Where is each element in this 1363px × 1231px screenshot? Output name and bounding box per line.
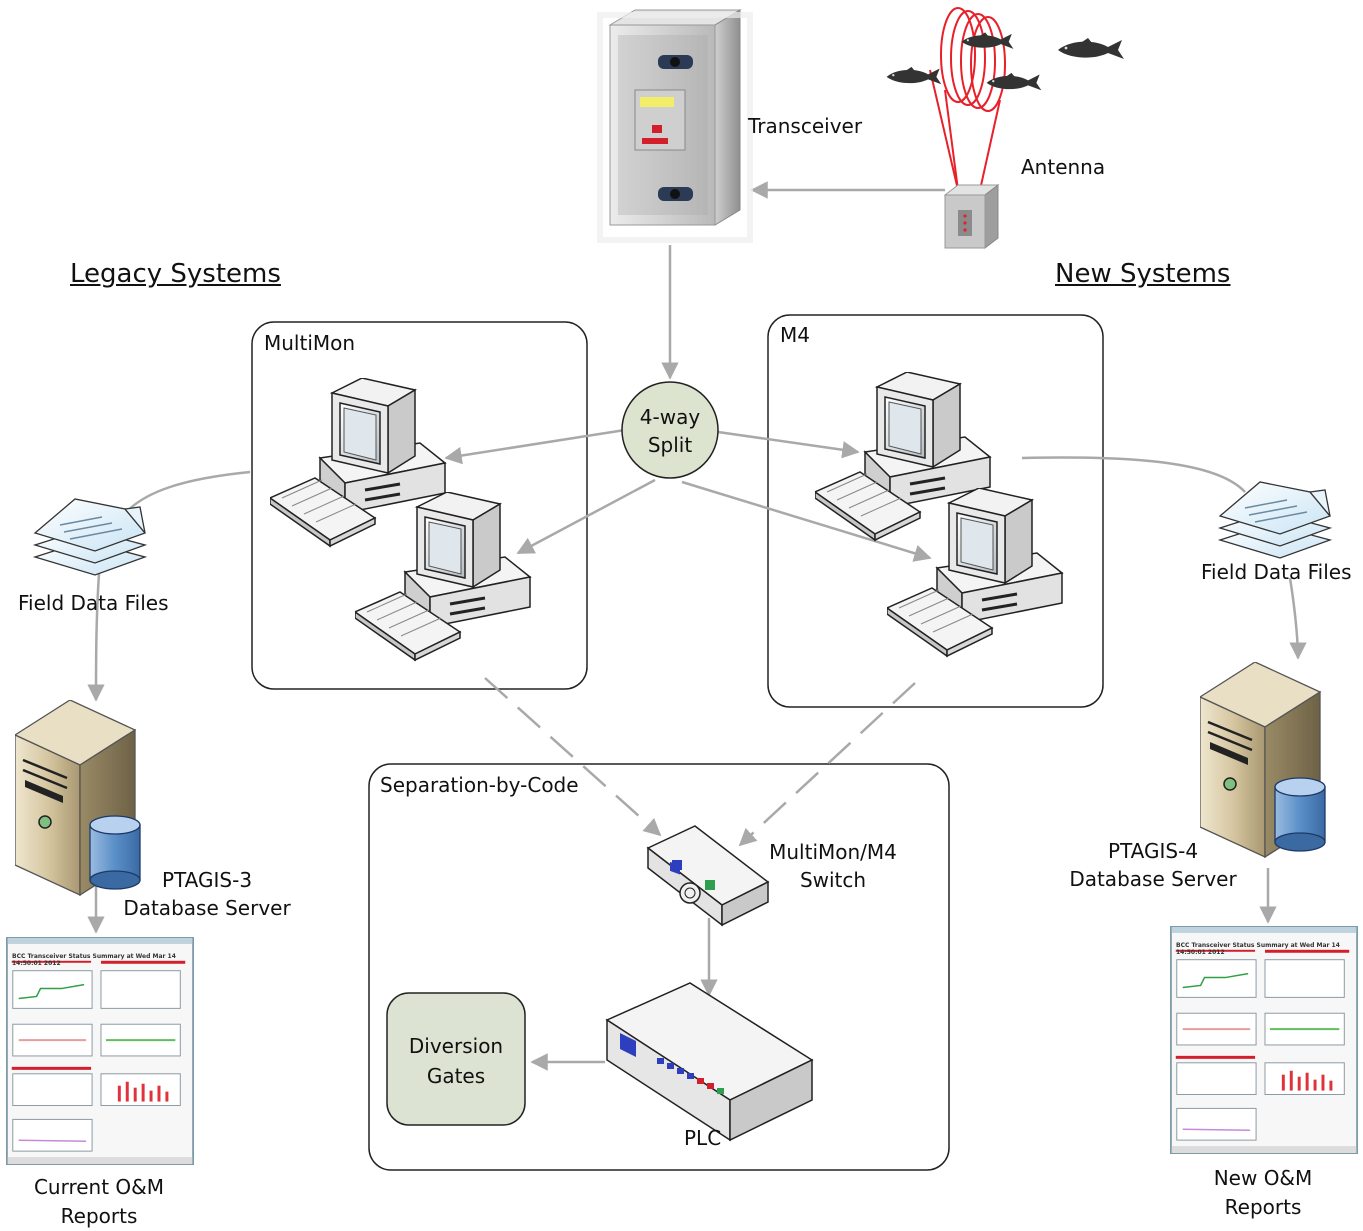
fish-icon <box>961 32 1014 49</box>
legacy-server-icon <box>15 700 142 897</box>
new-report-screenshot: BCC Transceiver Status Summary at Wed Ma… <box>1170 926 1358 1154</box>
separation-group-label: Separation-by-Code <box>380 773 579 797</box>
edge-splitter-multimon-pc1 <box>444 428 626 465</box>
report-title-line1: BCC Transceiver Status Summary at Wed Ma… <box>1176 942 1340 949</box>
antenna-label: Antenna <box>1021 155 1106 179</box>
edge-multimon-switch <box>484 677 662 837</box>
m4-group-label: M4 <box>780 323 810 347</box>
report-title-line1: BCC Transceiver Status Summary at Wed Ma… <box>12 953 176 960</box>
plc-device <box>605 982 814 1142</box>
m4-group-box <box>767 314 1104 708</box>
switch-label-line2: Switch <box>799 868 867 892</box>
new-reports-label-line1: New O&M <box>1213 1166 1313 1190</box>
new-systems-heading: New Systems <box>1055 259 1231 289</box>
separation-group-box <box>368 763 950 1171</box>
transceiver-cabinet <box>608 9 742 226</box>
legacy-server-label-line1: PTAGIS-3 <box>161 868 253 892</box>
antenna-coil <box>929 7 1006 191</box>
gates-label-line1: Diversion <box>408 1034 504 1058</box>
new-files-icon <box>1219 481 1331 559</box>
switch-device <box>646 825 770 927</box>
edge-splitter-m4-pc2 <box>681 480 932 562</box>
diversion-gates-node <box>386 992 526 1126</box>
splitter-label-line2: Split <box>647 433 693 457</box>
multimon-pc-2-icon <box>355 492 532 662</box>
edges <box>87 181 1307 1071</box>
multimon-group-box <box>251 321 588 690</box>
legacy-files-label: Field Data Files <box>18 591 169 615</box>
new-server-icon <box>1200 662 1327 859</box>
new-files-label: Field Data Files <box>1201 560 1352 584</box>
legacy-systems-heading: Legacy Systems <box>70 259 281 289</box>
legacy-server-label-line2: Database Server <box>123 896 291 920</box>
new-server-label-line2: Database Server <box>1069 867 1237 891</box>
edge-splitter-multimon-pc2 <box>516 478 656 555</box>
switch-label-line1: MultiMon/M4 <box>769 840 897 864</box>
gates-label-line2: Gates <box>426 1064 486 1088</box>
legacy-files-icon <box>34 498 146 576</box>
legacy-reports-label-line1: Current O&M <box>33 1175 165 1199</box>
edge-splitter-m4-pc1 <box>717 430 860 459</box>
plc-label: PLC <box>684 1126 722 1150</box>
edge-m4-switch <box>738 682 916 847</box>
report-title-line2: 14:50:01 2012 <box>1176 949 1225 956</box>
transceiver-label: Transceiver <box>748 114 863 138</box>
new-reports-label-line2: Reports <box>1224 1195 1302 1219</box>
edge-files-new-server <box>1288 577 1307 660</box>
edge-files-legacy-server <box>87 559 105 702</box>
new-server-label-line1: PTAGIS-4 <box>1107 839 1199 863</box>
splitter-label-line1: 4-way <box>639 405 701 429</box>
antenna-reader-box <box>943 183 1000 250</box>
fish-icon <box>1058 38 1124 59</box>
legacy-reports-label-line2: Reports <box>60 1204 138 1228</box>
edge-m4-files <box>1021 456 1246 493</box>
multimon-group-label: MultiMon <box>264 331 356 355</box>
legacy-report-screenshot: BCC Transceiver Status Summary at Wed Ma… <box>6 937 194 1165</box>
transceiver-glow <box>597 12 753 243</box>
splitter-node <box>621 381 719 479</box>
report-title-line2: 14:50:01 2012 <box>12 960 61 967</box>
